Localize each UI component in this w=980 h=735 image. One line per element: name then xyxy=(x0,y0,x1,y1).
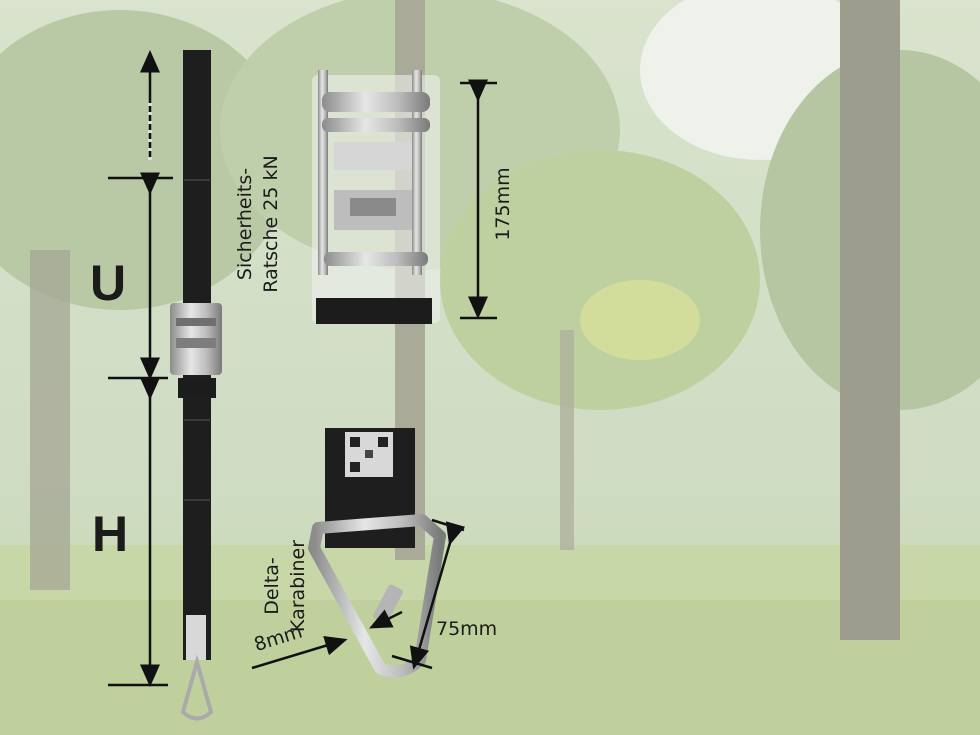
delta-carabiner-image xyxy=(308,428,446,678)
small-ratchet xyxy=(170,303,222,398)
dimension-lines-left xyxy=(108,50,173,687)
ratchet-dimension xyxy=(460,79,497,320)
safety-ratchet-image xyxy=(312,70,440,324)
label-u: U xyxy=(90,255,127,311)
ratchet-label-line2: Ratsche 25 kN xyxy=(260,155,282,293)
strap-assembly xyxy=(170,50,222,721)
carabiner-dimension-label: 75mm xyxy=(436,618,498,640)
ratchet-label: Sicherheits- Ratsche 25 kN xyxy=(232,144,284,304)
ratchet-dimension-label: 175mm xyxy=(492,167,514,241)
label-h: H xyxy=(92,506,129,562)
small-carabiner xyxy=(180,654,214,721)
carabiner-dimensions xyxy=(251,518,466,670)
ratchet-label-line1: Sicherheits- xyxy=(234,167,256,281)
strap-label-tag xyxy=(186,615,206,660)
